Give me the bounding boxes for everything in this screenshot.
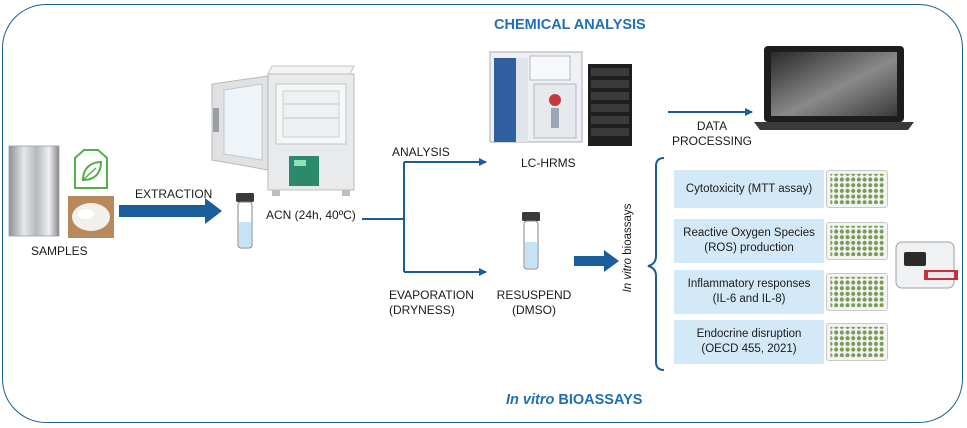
well-plate-icon bbox=[826, 222, 888, 260]
outer-frame bbox=[2, 4, 963, 423]
assay-inflammatory-line2: (IL-6 and IL-8) bbox=[712, 293, 786, 305]
assay-ros: Reactive Oxygen Species (ROS) production bbox=[674, 219, 824, 263]
branch-lines bbox=[362, 108, 753, 276]
evaporation-label: EVAPORATION (DRYNESS) bbox=[389, 288, 474, 318]
assay-inflammatory-line1: Inflammatory responses bbox=[687, 278, 811, 290]
resuspend-line2: (DMSO) bbox=[512, 303, 556, 317]
evaporation-line1: EVAPORATION bbox=[389, 288, 474, 302]
assay-cytotoxicity: Cytotoxicity (MTT assay) bbox=[674, 170, 824, 208]
resuspend-line1: RESUSPEND bbox=[496, 288, 572, 302]
bioassays-title-italic: In vitro bbox=[506, 392, 555, 408]
assay-endocrine: Endocrine disruption (OECD 455, 2021) bbox=[674, 320, 824, 364]
lc-hrms-label: LC-HRMS bbox=[521, 156, 576, 170]
bioassays-title: In vitro BIOASSAYS bbox=[506, 392, 642, 408]
extraction-conditions: ACN (24h, 40ºC) bbox=[266, 208, 356, 222]
bioassay-arrow bbox=[574, 250, 619, 272]
evaporation-line2: (DRYNESS) bbox=[389, 303, 455, 317]
well-plate-icon bbox=[826, 323, 888, 361]
samples-label: SAMPLES bbox=[31, 244, 88, 258]
leaf-bag-icon bbox=[74, 149, 108, 189]
extraction-label: EXTRACTION bbox=[135, 187, 213, 201]
assay-brace bbox=[647, 157, 665, 371]
well-plate-icon bbox=[826, 273, 888, 311]
vial-icon bbox=[236, 193, 254, 249]
bioassays-vertical-italic: In vitro bbox=[622, 257, 634, 293]
bioassays-vertical-label: In vitro bioassays bbox=[608, 183, 648, 313]
assay-ros-line2: (ROS) production bbox=[704, 242, 794, 254]
assay-endocrine-line1: Endocrine disruption bbox=[696, 328, 802, 340]
lc-hrms-instrument-icon bbox=[489, 51, 632, 146]
pellets-icon bbox=[68, 196, 114, 238]
resuspend-label: RESUSPEND (DMSO) bbox=[494, 288, 574, 318]
analysis-label: ANALYSIS bbox=[392, 145, 450, 159]
laptop-icon bbox=[754, 46, 914, 130]
extraction-arrow bbox=[119, 198, 222, 224]
resuspend-vial-icon bbox=[522, 212, 540, 270]
data-processing-line1: DATA bbox=[696, 119, 728, 133]
assay-ros-line1: Reactive Oxygen Species bbox=[683, 227, 815, 239]
assay-inflammatory: Inflammatory responses (IL-6 and IL-8) bbox=[674, 270, 824, 314]
assay-cytotoxicity-line1: Cytotoxicity (MTT assay) bbox=[685, 182, 813, 195]
foil-roll-icon bbox=[8, 145, 60, 237]
well-plate-icon bbox=[826, 170, 888, 208]
assay-endocrine-line2: (OECD 455, 2021) bbox=[701, 343, 797, 355]
chemical-analysis-title: CHEMICAL ANALYSIS bbox=[494, 17, 646, 33]
data-processing-label: DATA PROCESSING bbox=[672, 119, 752, 149]
oven-icon bbox=[211, 65, 355, 196]
bioassays-title-rest: BIOASSAYS bbox=[554, 392, 643, 408]
bioassays-vertical-rest: bioassays bbox=[622, 203, 634, 258]
plate-reader-icon bbox=[895, 241, 958, 289]
data-processing-line2: PROCESSING bbox=[672, 134, 753, 148]
